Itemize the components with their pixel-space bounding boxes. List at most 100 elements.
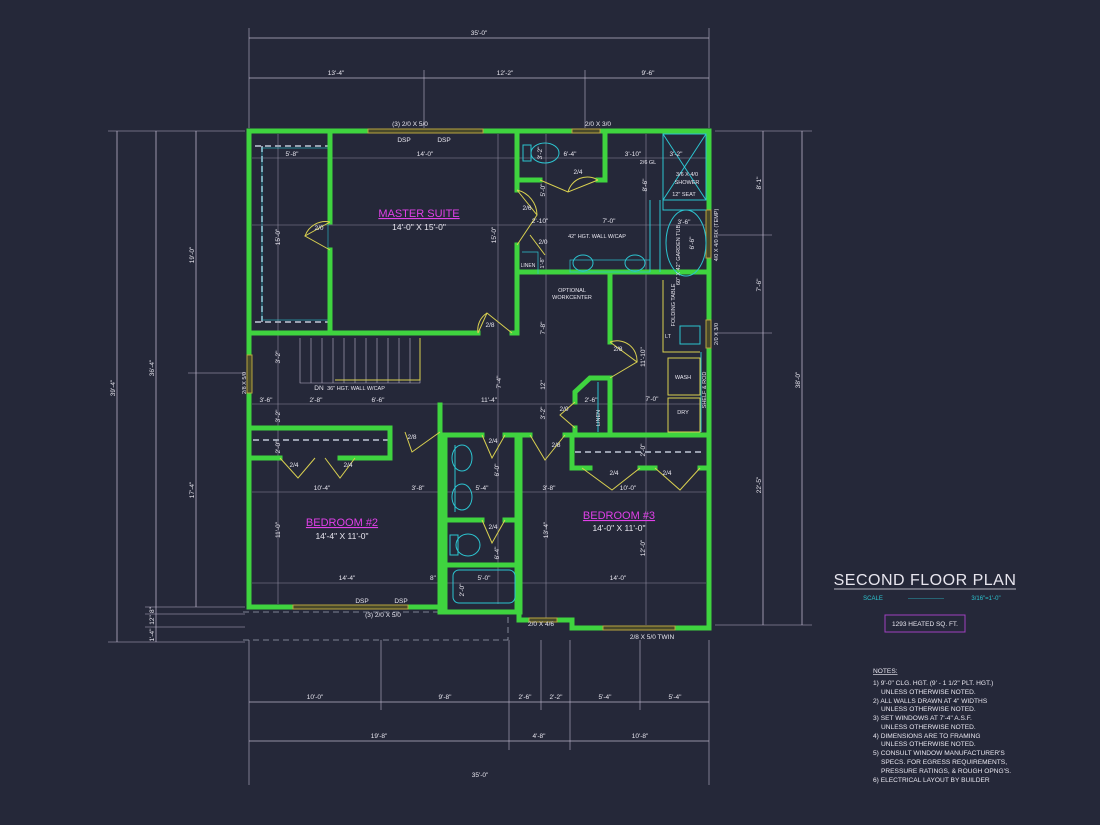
dsp-label: DSP	[394, 598, 407, 605]
fixtures	[449, 133, 707, 604]
dim-top-1: 13'-4"	[328, 70, 345, 77]
dim-total-width-top: 35'-0"	[471, 30, 488, 37]
dim-label: 5'-0"	[540, 183, 547, 197]
sink-icon	[451, 444, 473, 472]
dim-label: 11'-4"	[481, 397, 498, 404]
dim-label: 5'-0"	[478, 575, 492, 582]
door-label: 2/8	[485, 322, 494, 329]
folding-table-label: FOLDING TABLE	[671, 283, 677, 326]
shower-size: 3/6 X 4/0	[676, 172, 698, 178]
dim-label: 2'-0"	[275, 440, 282, 454]
dim-bottom-3: 2'-6"	[519, 694, 533, 701]
note-line: UNLESS OTHERWISE NOTED.	[881, 724, 976, 731]
dim-top-2: 12'-2"	[497, 70, 514, 77]
door-label: 2/8	[551, 442, 560, 449]
note-line: 3) SET WINDOWS AT 7'-4" A.S.F.	[873, 715, 972, 722]
sink-icon	[624, 254, 646, 272]
dim-label: 2'-10"	[532, 218, 549, 225]
wall-cap-note: 42" HGT. WALL W/CAP	[568, 234, 626, 240]
top-dimensions: 35'-0" 13'-4" 12'-2" 9'-6"	[248, 28, 710, 128]
dim-label: 7'-0"	[646, 396, 660, 403]
stair-down-label: DN	[314, 385, 324, 392]
dim-bottom-6: 5'-4"	[669, 694, 683, 701]
door-label: 2/0	[559, 406, 568, 413]
scale-label: SCALE	[863, 596, 883, 602]
dsp-label: DSP	[437, 137, 450, 144]
sink-icon	[572, 254, 594, 272]
dim-label: 2'-6"	[585, 397, 599, 404]
dim-left-5: 1'-4"	[149, 628, 156, 642]
note-line: PRESSURE RATINGS, & ROUGH OPNG'S.	[881, 768, 1011, 775]
title-block: SECOND FLOOR PLAN SCALE ----------------…	[834, 572, 1016, 633]
seat-label: 12" SEAT	[672, 192, 696, 198]
bottom-dimensions: 10'-0" 9'-8" 2'-6" 2'-2" 5'-4" 5'-4" 19'…	[243, 611, 710, 785]
door-label: 2/4	[343, 462, 352, 469]
window-label: (3) 2/0 X 5/0	[392, 121, 428, 128]
dim-left-2: 36'-4"	[149, 359, 156, 376]
sink-icon	[451, 483, 473, 511]
dim-label: 3'-2"	[670, 151, 684, 158]
glass-label: 2/6 GL	[640, 160, 657, 166]
workcenter-label: OPTIONAL	[558, 288, 586, 294]
dryer-label: DRY	[677, 410, 689, 416]
dim-left-6: 12"	[149, 615, 156, 625]
dim-right-3: 22'-5"	[756, 476, 763, 493]
dim-label: 7'-0"	[603, 218, 617, 225]
washer-label: WASH	[675, 375, 691, 381]
doors	[279, 176, 701, 545]
dim-label: 5'-4"	[476, 485, 490, 492]
door-label: 2/6	[522, 205, 531, 212]
dim-label: 13'-4"	[543, 521, 550, 538]
door-label: 2/4	[573, 169, 582, 176]
linen-label: LINEN	[521, 263, 536, 269]
window-label: 2/8 X 5/0	[242, 372, 248, 394]
dim-right-total: 38'-0"	[795, 371, 802, 388]
note-line: 6) ELECTRICAL LAYOUT BY BUILDER	[873, 777, 990, 784]
window-label: (3) 2/0 X 5/0	[365, 612, 401, 619]
dim-label: 3'-2"	[540, 406, 547, 420]
dim-label: 11'-0"	[275, 521, 282, 538]
dim-bottom-1: 10'-0"	[307, 694, 324, 701]
note-line: 4) DIMENSIONS ARE TO FRAMING	[873, 733, 980, 740]
door-label: 2/0	[538, 239, 547, 246]
dim-left-total: 39'-4"	[110, 379, 117, 396]
dim-bottom-7: 19'-8"	[371, 733, 388, 740]
dim-label: 6'-4"	[494, 546, 501, 560]
dim-left-4: 17'-4"	[189, 481, 196, 498]
laundry-tub-label: LT	[665, 334, 672, 340]
sink-icon	[679, 325, 701, 345]
door-label: 2/4	[662, 470, 671, 477]
dim-label: 11'-10"	[640, 346, 647, 366]
note-line: 1) 9'-0" CLG. HGT. (9' - 1 1/2" PLT. HGT…	[873, 680, 993, 687]
plan-labels: (3) 2/0 X 5/0 2/0 X 3/0 DSP DSP 14'-0" 1…	[242, 121, 720, 641]
toilet-icon	[530, 142, 560, 164]
dim-bottom-9: 10'-8"	[632, 733, 649, 740]
note-line: 2) ALL WALLS DRAWN AT 4" WIDTHS	[873, 698, 988, 705]
door-label: 2/4	[289, 462, 298, 469]
dim-right-1: 8'-1"	[756, 176, 763, 190]
right-dimensions: 8'-1" 7'-6" 22'-5" 38'-0"	[715, 130, 812, 626]
room-size-bedroom-2: 14'-4" X 11'-0"	[315, 531, 368, 541]
door-label: 2/4	[488, 438, 497, 445]
dim-label: 14'-0"	[610, 575, 627, 582]
garden-tub-label: 60" X 42" GARDEN TUB	[676, 224, 682, 285]
room-size-master: 14'-0" X 15'-0"	[392, 222, 446, 232]
dim-label: 2'-8"	[310, 397, 324, 404]
workcenter-label: WORKCENTER	[552, 295, 592, 301]
dim-label: 6'-0"	[494, 463, 501, 477]
dim-label: 3'-6"	[260, 397, 274, 404]
staircase	[299, 338, 421, 384]
dim-label: 10'-0"	[620, 485, 637, 492]
dim-label: 14'-0"	[417, 151, 434, 158]
window-label: 2/0 X 4/6	[528, 621, 554, 628]
left-dimensions: 39'-4" 36'-4" 19'-0" 17'-4" 1'-4" 12" 8"	[108, 130, 245, 643]
note-line: UNLESS OTHERWISE NOTED.	[881, 706, 976, 713]
shower-label: SHOWER	[675, 180, 700, 186]
scale-value: 3/16"=1'-0"	[971, 596, 1000, 602]
notes: NOTES: 1) 9'-0" CLG. HGT. (9' - 1 1/2" P…	[873, 668, 1011, 784]
window-label: 2/0 X 3/0	[714, 323, 720, 345]
door-label: 2/0	[314, 225, 323, 232]
dim-label: 14'-4"	[339, 575, 356, 582]
dim-bottom-4: 2'-2"	[550, 694, 564, 701]
